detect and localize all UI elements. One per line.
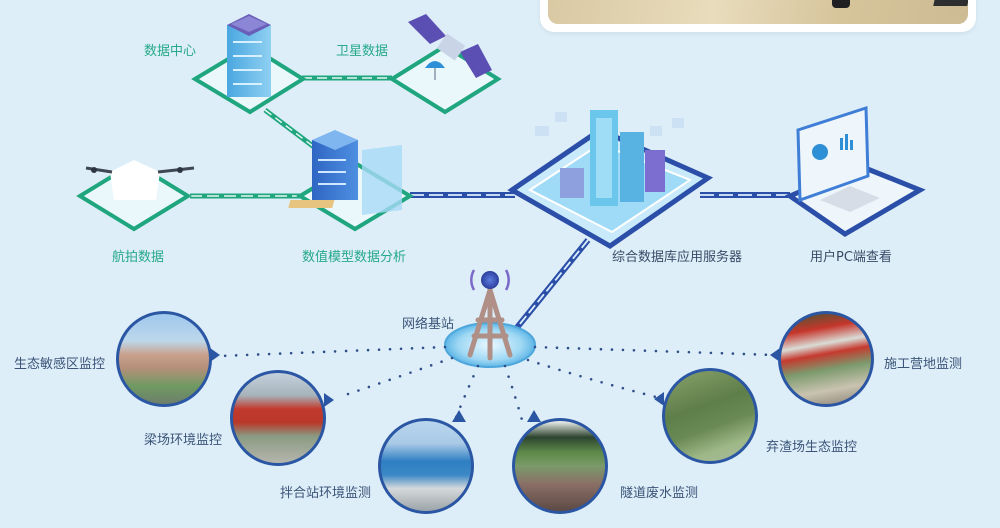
photo-tunnel-wastewater <box>512 418 608 514</box>
label-spoil-ground: 弃渣场生态监控 <box>766 440 858 455</box>
smart-city-icon <box>535 110 684 206</box>
photo-spoil-ground <box>662 368 758 464</box>
satellite-icon <box>408 14 492 80</box>
label-tunnel-wastewater: 隧道废水监测 <box>620 486 699 501</box>
label-user-pc: 用户PC端查看 <box>810 250 892 265</box>
label-app-server: 综合数据库应用服务器 <box>612 250 743 265</box>
photo-construction-camp <box>778 311 874 407</box>
label-aerial-data: 航拍数据 <box>112 250 165 265</box>
laptop-icon <box>796 105 880 212</box>
label-mixing-station: 拌合站环境监测 <box>280 486 372 501</box>
label-model-analysis: 数值模型数据分析 <box>302 250 407 265</box>
label-construction-camp: 施工营地监测 <box>884 357 963 372</box>
pointer <box>210 348 220 362</box>
label-base-station: 网络基站 <box>402 317 455 332</box>
server-rack-icon <box>227 14 271 97</box>
radio-tower-icon <box>444 269 536 368</box>
photo-river-bridge <box>116 311 212 407</box>
pointer <box>452 410 466 422</box>
green-links <box>190 75 392 199</box>
drone-icon <box>85 160 195 200</box>
server-analysis-icon <box>288 130 402 215</box>
pointer <box>654 392 664 406</box>
photo-gantry-crane <box>230 370 326 466</box>
sand-ground-photo <box>548 0 968 24</box>
label-data-center: 数据中心 <box>144 44 197 59</box>
label-eco-sensitive: 生态敏感区监控 <box>14 357 106 372</box>
top-photo-card <box>540 0 976 32</box>
pointer <box>770 348 780 362</box>
photo-mixing-plant <box>378 418 474 514</box>
blue-links <box>410 192 790 332</box>
pointer <box>324 393 334 407</box>
label-beam-yard: 梁场环境监控 <box>144 433 223 448</box>
black-post <box>832 0 850 8</box>
label-satellite-data: 卫星数据 <box>336 44 389 59</box>
pointer <box>527 410 541 422</box>
